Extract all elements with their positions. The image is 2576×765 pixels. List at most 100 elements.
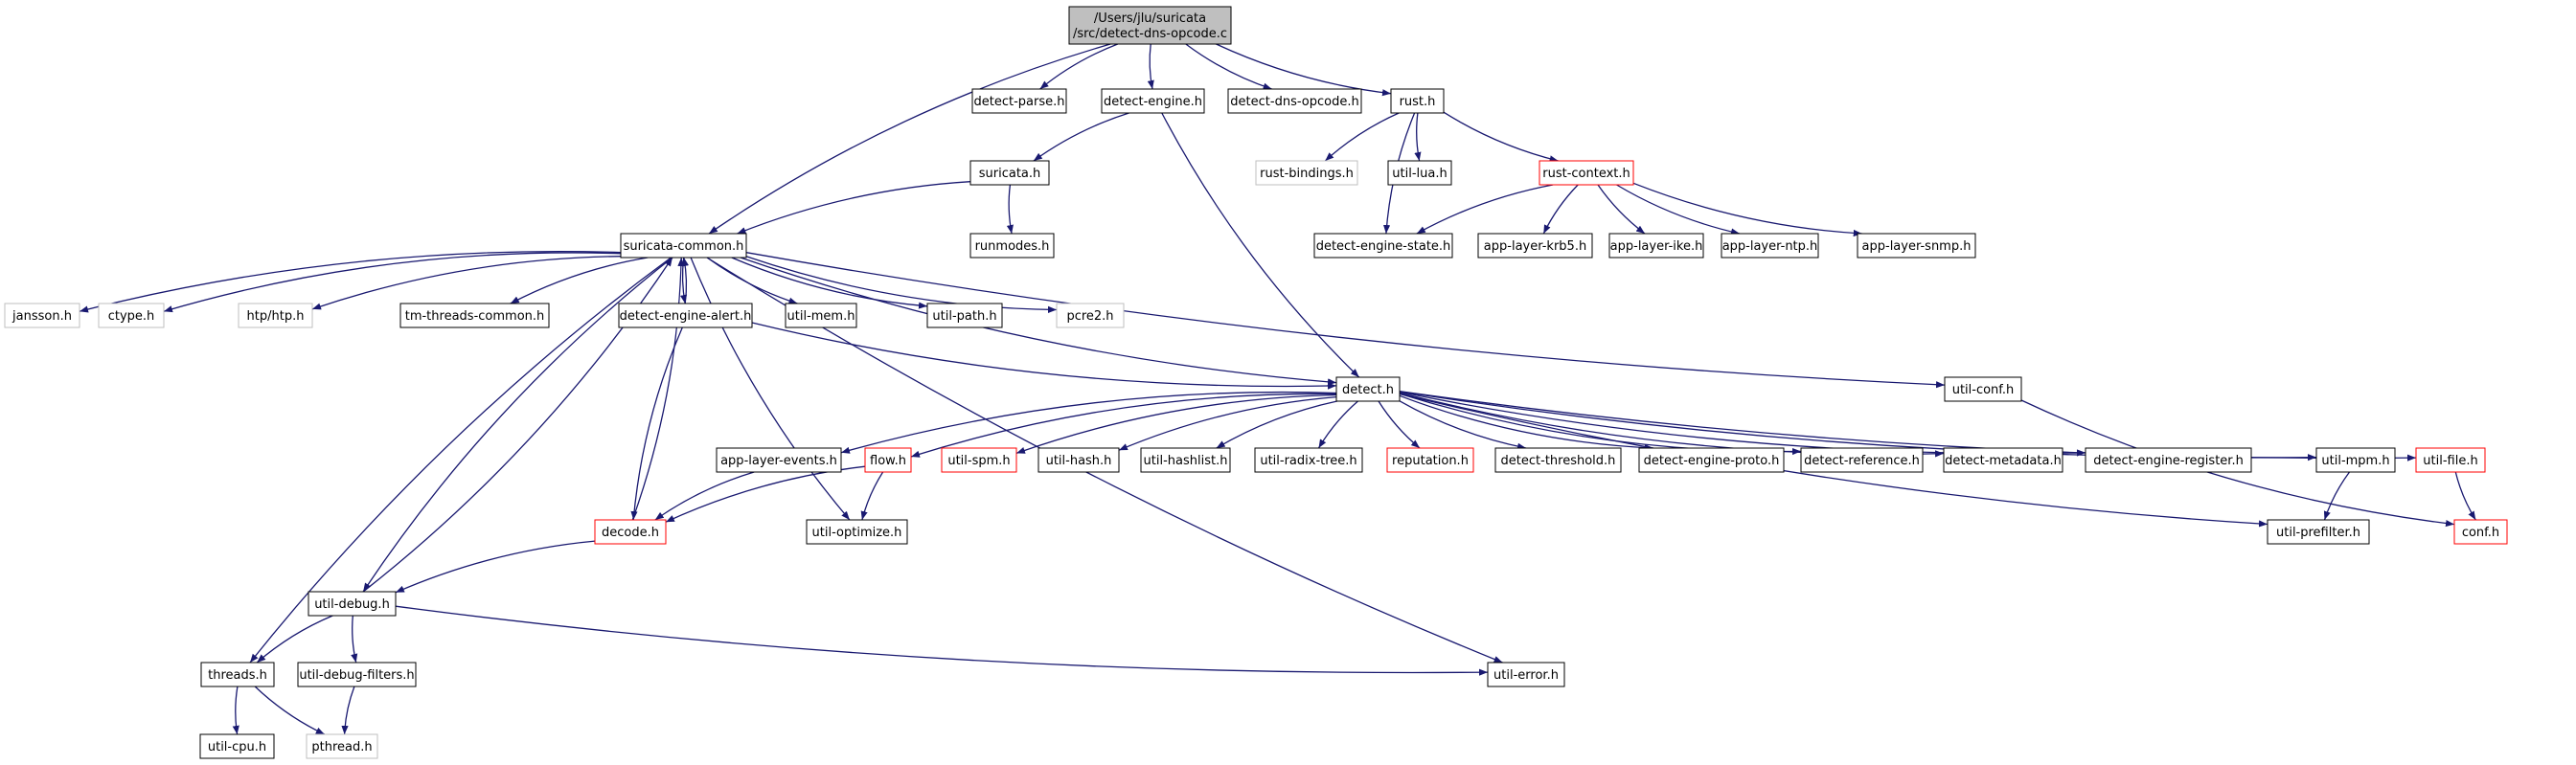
node-util-mem[interactable]: util-mem.h — [785, 303, 857, 328]
node-rust[interactable]: rust.h — [1390, 88, 1445, 114]
edge-suricata-common-to-htp — [311, 256, 622, 310]
node-app-layer-krb5[interactable]: app-layer-krb5.h — [1477, 233, 1593, 259]
edge-flow-to-decode — [665, 465, 866, 523]
node-label: detect-engine.h — [1104, 95, 1202, 109]
node-detect[interactable]: detect.h — [1335, 376, 1401, 402]
edge-rust-to-rust-bindings — [1324, 112, 1400, 162]
node-detect-engine-alert[interactable]: detect-engine-alert.h — [618, 303, 753, 328]
edge-util-file-to-conf — [2454, 471, 2476, 521]
node-util-lua[interactable]: util-lua.h — [1387, 160, 1452, 186]
node-label: rust-bindings.h — [1260, 167, 1354, 181]
edge-rust-context-to-detect-engine-state — [1416, 184, 1554, 235]
node-suricata-common[interactable]: suricata-common.h — [620, 233, 747, 259]
node-detect-engine-state[interactable]: detect-engine-state.h — [1313, 233, 1453, 259]
edge-detect-engine-to-suricata — [1033, 112, 1129, 162]
node-box — [1539, 160, 1634, 186]
node-detect-threshold[interactable]: detect-threshold.h — [1494, 447, 1622, 473]
node-label: app-layer-ntp.h — [1722, 239, 1818, 254]
node-detect-reference[interactable]: detect-reference.h — [1800, 447, 1924, 473]
edge-threads-to-util-cpu — [232, 686, 239, 735]
node-runmodes[interactable]: runmodes.h — [969, 233, 1055, 259]
node-label: reputation.h — [1392, 454, 1469, 468]
node-label: util-path.h — [932, 309, 996, 324]
node-box — [4, 303, 80, 328]
node-root[interactable]: /Users/jlu/suricata/src/detect-dns-opcod… — [1068, 6, 1232, 45]
edge-suricata-common-to-util-conf — [745, 252, 1946, 389]
node-util-optimize[interactable]: util-optimize.h — [806, 519, 908, 545]
edge-rust-to-rust-context — [1443, 111, 1559, 163]
node-detect-metadata[interactable]: detect-metadata.h — [1943, 447, 2063, 473]
node-util-conf[interactable]: util-conf.h — [1944, 376, 2022, 402]
node-util-cpu[interactable]: util-cpu.h — [199, 733, 275, 759]
node-label: app-layer-events.h — [720, 454, 837, 468]
node-util-spm[interactable]: util-spm.h — [941, 447, 1017, 473]
node-box — [1494, 447, 1622, 473]
node-util-file[interactable]: util-file.h — [2415, 447, 2486, 473]
node-label: pthread.h — [311, 740, 372, 754]
node-threads[interactable]: threads.h — [200, 662, 275, 687]
node-box — [2453, 519, 2508, 545]
node-util-hash[interactable]: util-hash.h — [1037, 447, 1120, 473]
node-label: /Users/jlu/suricata — [1094, 11, 1206, 26]
node-tm-threads-common[interactable]: tm-threads-common.h — [399, 303, 550, 328]
node-label: util-file.h — [2423, 454, 2477, 468]
node-app-layer-ntp[interactable]: app-layer-ntp.h — [1721, 233, 1819, 259]
node-label: util-hash.h — [1046, 454, 1112, 468]
node-label: conf.h — [2462, 526, 2499, 540]
node-util-prefilter[interactable]: util-prefilter.h — [2267, 519, 2370, 545]
node-util-error[interactable]: util-error.h — [1487, 662, 1565, 687]
node-app-layer-events[interactable]: app-layer-events.h — [716, 447, 842, 473]
edge-util-debug-filters-to-pthread — [341, 686, 355, 735]
node-util-debug-filters[interactable]: util-debug-filters.h — [297, 662, 417, 687]
node-label: detect-threshold.h — [1501, 454, 1616, 468]
node-rust-context[interactable]: rust-context.h — [1539, 160, 1634, 186]
node-label: flow.h — [870, 454, 906, 468]
node-label: detect-engine-alert.h — [620, 309, 752, 324]
node-suricata[interactable]: suricata.h — [969, 160, 1050, 186]
node-app-layer-ike[interactable]: app-layer-ike.h — [1608, 233, 1704, 259]
node-app-layer-snmp[interactable]: app-layer-snmp.h — [1857, 233, 1976, 259]
edge-suricata-common-to-threads — [249, 257, 672, 664]
node-box — [2267, 519, 2370, 545]
node-label: util-mem.h — [787, 309, 855, 324]
node-label: util-spm.h — [947, 454, 1010, 468]
node-box — [98, 303, 165, 328]
node-box — [1068, 6, 1232, 45]
node-detect-engine-register[interactable]: detect-engine-register.h — [2085, 447, 2252, 473]
node-detect-engine-proto[interactable]: detect-engine-proto.h — [1638, 447, 1785, 473]
edge-suricata-common-to-pcre2 — [745, 256, 1058, 313]
node-box — [620, 233, 747, 259]
edge-util-debug-to-threads — [256, 615, 333, 664]
node-util-radix-tree[interactable]: util-radix-tree.h — [1254, 447, 1363, 473]
node-label: app-layer-snmp.h — [1862, 239, 1972, 254]
node-box — [306, 733, 378, 759]
node-pcre2: pcre2.h — [1056, 303, 1125, 328]
node-box — [1101, 88, 1205, 114]
node-conf[interactable]: conf.h — [2453, 519, 2508, 545]
edge-root-to-suricata-common — [708, 43, 1111, 235]
node-box — [1255, 160, 1358, 186]
node-util-mpm[interactable]: util-mpm.h — [2315, 447, 2396, 473]
node-detect-engine[interactable]: detect-engine.h — [1101, 88, 1205, 114]
edge-rust-context-to-app-layer-snmp — [1632, 182, 1862, 237]
node-flow[interactable]: flow.h — [864, 447, 912, 473]
edge-rust-to-util-lua — [1414, 112, 1422, 162]
node-box — [2085, 447, 2252, 473]
node-detect-parse[interactable]: detect-parse.h — [971, 88, 1067, 114]
node-util-debug[interactable]: util-debug.h — [308, 591, 397, 617]
node-util-hashlist[interactable]: util-hashlist.h — [1140, 447, 1231, 473]
edge-app-layer-events-to-decode — [654, 471, 755, 521]
node-reputation[interactable]: reputation.h — [1386, 447, 1474, 473]
node-decode[interactable]: decode.h — [594, 519, 667, 545]
node-box — [1313, 233, 1453, 259]
node-detect-dns-opcode[interactable]: detect-dns-opcode.h — [1227, 88, 1362, 114]
node-label: util-optimize.h — [812, 526, 902, 540]
edge-suricata-common-to-detect — [740, 257, 1337, 386]
node-box — [1227, 88, 1362, 114]
node-box — [926, 303, 1003, 328]
node-box — [297, 662, 417, 687]
node-box — [1254, 447, 1363, 473]
node-box — [2415, 447, 2486, 473]
node-jansson: jansson.h — [4, 303, 80, 328]
node-util-path[interactable]: util-path.h — [926, 303, 1003, 328]
